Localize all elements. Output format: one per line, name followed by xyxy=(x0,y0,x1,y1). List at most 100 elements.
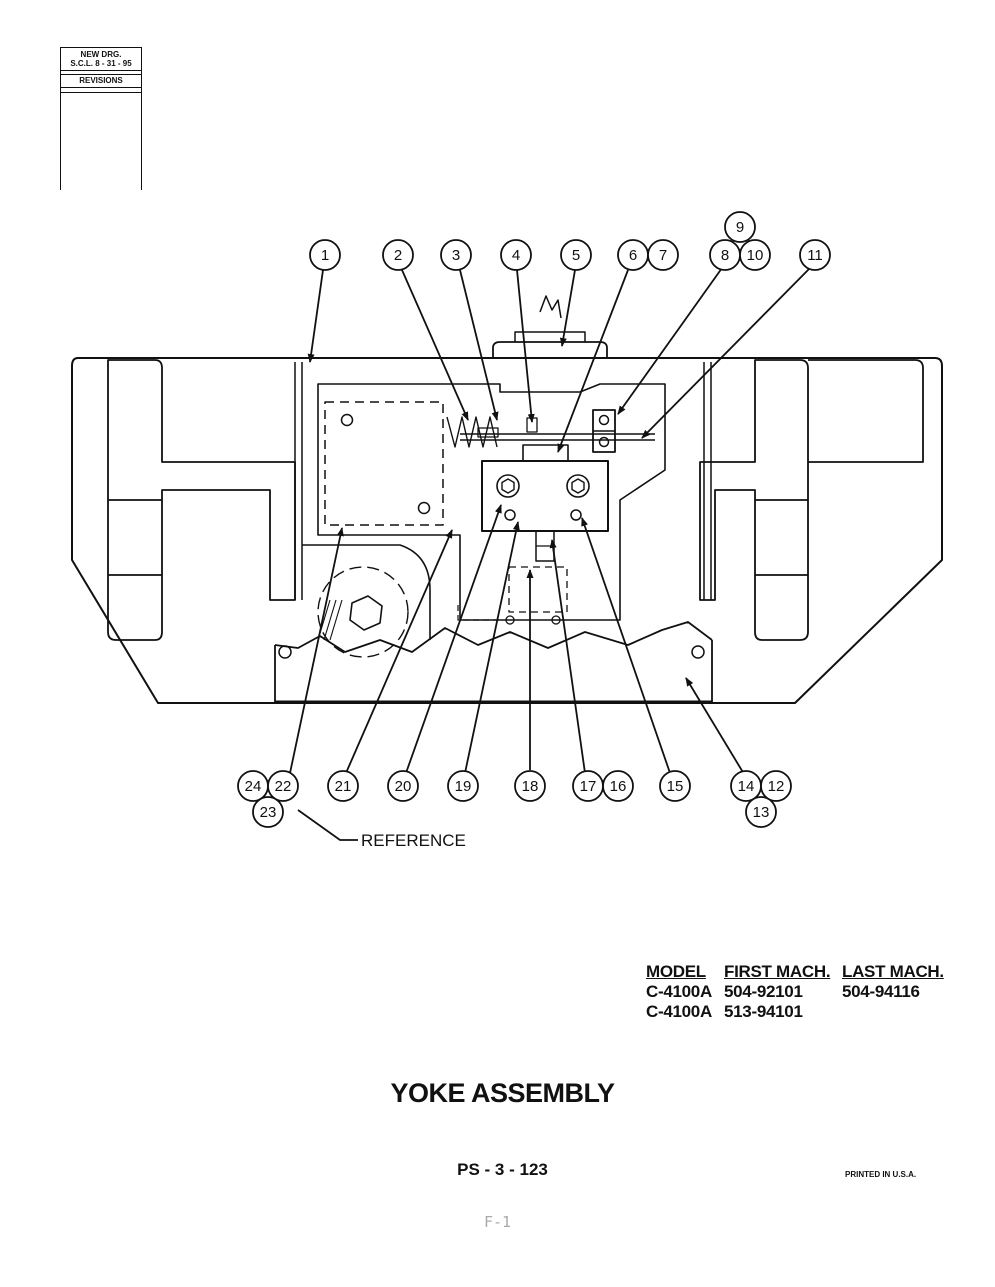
printed-note: PRINTED IN U.S.A. xyxy=(845,1170,917,1179)
leader-2 xyxy=(401,269,469,421)
leader-reference xyxy=(297,809,358,841)
left-arm xyxy=(107,359,296,641)
leader-8-10 xyxy=(617,267,723,415)
callout-circle-2 xyxy=(382,239,414,271)
callout-circle-22 xyxy=(267,770,299,802)
callout-label-19: 19 xyxy=(455,778,472,795)
page-number: PS - 3 - 123 xyxy=(457,1160,548,1179)
callout-circle-19 xyxy=(447,770,479,802)
inner-cavity xyxy=(317,383,666,621)
callout-label-6: 6 xyxy=(629,247,637,264)
callout-label-7: 7 xyxy=(659,247,667,264)
callout-label-22: 22 xyxy=(275,778,292,795)
lower-dashed-line xyxy=(457,605,500,621)
callout-circle-9 xyxy=(724,211,756,243)
callout-label-12: 12 xyxy=(768,778,785,795)
top-hub-cap xyxy=(514,331,586,342)
reference-label: REFERENCE xyxy=(361,831,466,850)
plate-hole-2 xyxy=(417,501,431,515)
lower-hole-right xyxy=(551,615,561,625)
header-first-mach: FIRST MACH. xyxy=(724,962,831,981)
callout-circle-4 xyxy=(500,239,532,271)
spring-nut xyxy=(477,427,499,438)
break-line xyxy=(539,295,562,319)
callout-circle-21 xyxy=(327,770,359,802)
callout-circles xyxy=(237,211,831,828)
callout-circle-10 xyxy=(739,239,771,271)
callout-label-23: 23 xyxy=(260,804,277,821)
callout-circle-16 xyxy=(602,770,634,802)
callout-label-8: 8 xyxy=(721,247,729,264)
callout-label-14: 14 xyxy=(738,778,755,795)
callout-label-16: 16 xyxy=(610,778,627,795)
callout-label-5: 5 xyxy=(572,247,580,264)
callout-label-13: 13 xyxy=(753,804,770,821)
section-break-line xyxy=(274,621,713,653)
leader-11 xyxy=(641,267,811,439)
plate-hole-1 xyxy=(340,413,354,427)
leader-1 xyxy=(307,269,324,363)
revision-line-2: S.C.L. 8 - 31 - 95 xyxy=(70,59,132,68)
callout-circle-20 xyxy=(387,770,419,802)
leader-20 xyxy=(405,504,502,774)
model-table: MODEL FIRST MACH. LAST MACH. C-4100A 504… xyxy=(646,962,944,1022)
callout-circle-15 xyxy=(659,770,691,802)
leader-4 xyxy=(516,269,535,423)
callout-label-4: 4 xyxy=(512,247,520,264)
bottom-hole-right xyxy=(691,645,705,659)
revision-line-1: NEW DRG. xyxy=(80,50,122,59)
socket-bolt-left xyxy=(496,474,520,498)
right-inner-wall xyxy=(703,362,712,600)
eccentric-dashed-circle xyxy=(317,566,409,658)
table-row: C-4100A 513-94101 xyxy=(646,1002,944,1022)
spring xyxy=(446,416,498,448)
callout-circle-18 xyxy=(514,770,546,802)
revision-block: NEW DRG. S.C.L. 8 - 31 - 95 REVISIONS xyxy=(60,47,142,190)
bottom-frame-sides xyxy=(274,640,713,703)
leader-6-7 xyxy=(557,269,629,453)
revision-rule xyxy=(61,92,141,94)
callout-labels: 1 2 3 4 5 6 7 9 8 10 11 24 22 23 21 20 1… xyxy=(245,219,823,821)
callout-label-21: 21 xyxy=(335,778,352,795)
bracket-hole-1 xyxy=(598,414,610,426)
page-title: YOKE ASSEMBLY xyxy=(390,1078,615,1108)
callout-label-18: 18 xyxy=(522,778,539,795)
rod xyxy=(460,433,655,441)
bracket-hole-2 xyxy=(598,436,610,448)
callout-label-17: 17 xyxy=(580,778,597,795)
cell-model: C-4100A xyxy=(646,982,712,1001)
callout-circle-12 xyxy=(760,770,792,802)
block-hole-right xyxy=(570,509,582,521)
block-neck xyxy=(522,444,569,462)
callout-circle-1 xyxy=(309,239,341,271)
center-block xyxy=(481,460,609,532)
callout-label-3: 3 xyxy=(452,247,460,264)
socket-hex-right xyxy=(571,478,585,494)
left-inner-wall xyxy=(294,362,303,600)
leader-5 xyxy=(559,269,576,347)
right-arm-top xyxy=(808,359,924,463)
socket-bolt-right xyxy=(566,474,590,498)
eccentric-hex xyxy=(349,595,383,631)
callout-circle-23 xyxy=(252,796,284,828)
header-model: MODEL xyxy=(646,962,706,981)
callout-label-10: 10 xyxy=(747,247,764,264)
bottom-hole-left xyxy=(278,645,292,659)
leader-lines xyxy=(289,267,811,841)
leader-17-16 xyxy=(549,539,586,774)
revisions-label: REVISIONS xyxy=(61,74,141,88)
lower-hole-left xyxy=(505,615,515,625)
dashed-plate xyxy=(324,401,444,526)
callout-label-11: 11 xyxy=(807,247,823,264)
callout-label-20: 20 xyxy=(395,778,412,795)
callout-label-15: 15 xyxy=(667,778,684,795)
yoke-body xyxy=(71,295,943,704)
housing-outline xyxy=(71,357,943,704)
leader-19 xyxy=(464,521,520,774)
table-row: C-4100A 504-92101 504-94116 xyxy=(646,982,944,1002)
callout-label-9: 9 xyxy=(736,219,744,236)
leader-21 xyxy=(345,529,453,774)
cell-first-mach: 504-92101 xyxy=(724,982,803,1001)
callout-circle-5 xyxy=(560,239,592,271)
